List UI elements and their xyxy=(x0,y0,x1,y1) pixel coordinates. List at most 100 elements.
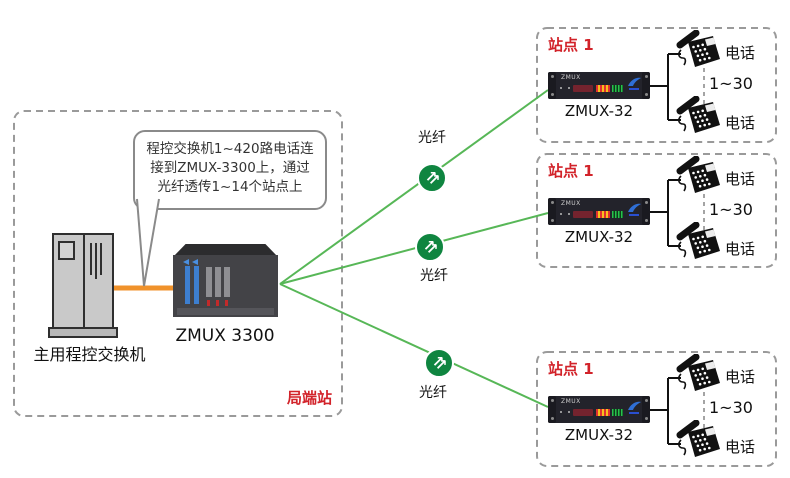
led-cluster-green xyxy=(612,85,623,92)
phone-icon xyxy=(676,420,722,460)
fiber-line-3 xyxy=(279,283,549,408)
phone-label-bottom: 电话 xyxy=(725,438,756,456)
double-arrow-icon: ⇈ xyxy=(428,351,451,374)
callout-line-1: 程控交换机1~420路电话连 xyxy=(146,141,314,157)
brand-swoosh-icon xyxy=(626,76,642,92)
site1-box-border xyxy=(536,27,777,143)
device-brand-label: ZMUX xyxy=(561,200,581,207)
zmux32-label: ZMUX-32 xyxy=(564,102,634,120)
zmux32-device: ZMUX xyxy=(548,72,650,99)
fiber-label-3: 光纤 xyxy=(419,385,447,401)
blue-arrow-icon xyxy=(192,259,198,265)
fiber-line-2 xyxy=(279,212,549,285)
power-led xyxy=(560,213,562,215)
blue-arrow-icon xyxy=(183,259,189,265)
fiber-label-2: 光纤 xyxy=(420,268,448,284)
phone-icon xyxy=(676,222,722,262)
brand-swoosh-icon xyxy=(626,202,642,218)
led-display xyxy=(573,409,593,416)
zmux32-label: ZMUX-32 xyxy=(564,228,634,246)
brand-swoosh-icon xyxy=(626,400,642,416)
cabinet-vent-slot xyxy=(100,243,102,275)
fiber-transfer-icon: ⇈ xyxy=(424,348,454,378)
phone-label-top: 电话 xyxy=(725,368,756,386)
led-cluster-green xyxy=(612,409,623,416)
site3-box-border xyxy=(536,351,777,467)
rack-ear-left xyxy=(548,72,556,99)
callout-line-2: 接到ZMUX-3300上，通过 xyxy=(150,160,310,176)
led-display xyxy=(573,211,593,218)
led-cluster-red-yellow xyxy=(596,409,610,416)
phone-label-bottom: 电话 xyxy=(725,114,756,132)
site-box-1: 站点 1 ZMUX ZMUX-32 电话 1~30 电话 xyxy=(537,28,776,142)
site2-box-border xyxy=(536,153,777,268)
cabinet-vent-slot xyxy=(95,243,97,279)
site3-phone-bus-line xyxy=(650,377,681,445)
led-display xyxy=(573,85,593,92)
fiber-transfer-icon: ⇈ xyxy=(415,232,445,262)
phone-icon xyxy=(676,96,722,136)
phone-label-top: 电话 xyxy=(725,44,756,62)
power-led xyxy=(560,87,562,89)
range-label: 1~30 xyxy=(709,398,753,417)
led-cluster-green xyxy=(612,211,623,218)
site-title: 站点 1 xyxy=(548,360,594,378)
rack-ear-left xyxy=(548,396,556,423)
station-label: 局端站 xyxy=(287,389,333,407)
zmux3300-lid xyxy=(173,244,278,257)
rack-ear-right xyxy=(642,72,650,99)
rack-ear-right xyxy=(642,198,650,225)
cabinet-panel-window xyxy=(58,241,75,260)
zmux3300-gray-card xyxy=(224,267,230,297)
fiber-transfer-icon: ⇈ xyxy=(417,163,447,193)
led-cluster-red-yellow xyxy=(596,85,610,92)
power-led xyxy=(568,411,570,413)
zmux3300-gray-card xyxy=(215,267,221,297)
site-box-3: 站点 1 ZMUX ZMUX-32 电话 1~30 电话 xyxy=(537,352,776,466)
zmux32-device: ZMUX xyxy=(548,198,650,225)
phone-icon xyxy=(676,156,722,196)
zmux3300-bottom-lip xyxy=(177,308,274,315)
phone-label-top: 电话 xyxy=(725,170,756,188)
zmux3300-blue-card xyxy=(194,266,199,304)
callout-bubble: 程控交换机1~420路电话连 接到ZMUX-3300上，通过 光纤透传1~14个… xyxy=(133,130,327,210)
rack-ear-left xyxy=(548,198,556,225)
callout-tail xyxy=(136,198,160,287)
site1-phone-bus-line xyxy=(650,53,681,121)
double-arrow-icon: ⇈ xyxy=(419,235,442,258)
zmux32-device: ZMUX xyxy=(548,396,650,423)
zmux3300-red-indicator xyxy=(207,300,210,306)
phone-icon xyxy=(676,30,722,70)
fiber-line-1 xyxy=(279,89,549,285)
device-brand-label: ZMUX xyxy=(561,74,581,81)
site-title: 站点 1 xyxy=(548,162,594,180)
power-led xyxy=(568,213,570,215)
callout-line-3: 光纤透传1~14个站点上 xyxy=(157,179,303,195)
pbx-cabinet-label: 主用程控交换机 xyxy=(33,345,146,364)
zmux3300-label: ZMUX 3300 xyxy=(175,326,275,346)
range-label: 1~30 xyxy=(709,200,753,219)
power-led xyxy=(560,411,562,413)
pbx-cabinet-base xyxy=(48,327,118,338)
led-cluster-red-yellow xyxy=(596,211,610,218)
zmux3300-blue-card xyxy=(185,266,190,304)
cabinet-door-divider xyxy=(83,235,85,327)
rack-ear-right xyxy=(642,396,650,423)
site2-phone-bus-line xyxy=(650,179,681,247)
device-brand-label: ZMUX xyxy=(561,398,581,405)
double-arrow-icon: ⇈ xyxy=(421,166,444,189)
zmux3300-red-indicator xyxy=(225,300,228,306)
pbx-cabinet xyxy=(52,233,114,329)
zmux3300-device xyxy=(173,255,278,317)
zmux3300-red-indicator xyxy=(216,300,219,306)
power-led xyxy=(568,87,570,89)
cabinet-vent-slot xyxy=(90,243,92,275)
site-title: 站点 1 xyxy=(548,36,594,54)
zmux32-label: ZMUX-32 xyxy=(564,426,634,444)
zmux3300-gray-card xyxy=(206,267,212,297)
range-label: 1~30 xyxy=(709,74,753,93)
fiber-label-1: 光纤 xyxy=(418,130,446,146)
phone-label-bottom: 电话 xyxy=(725,240,756,258)
